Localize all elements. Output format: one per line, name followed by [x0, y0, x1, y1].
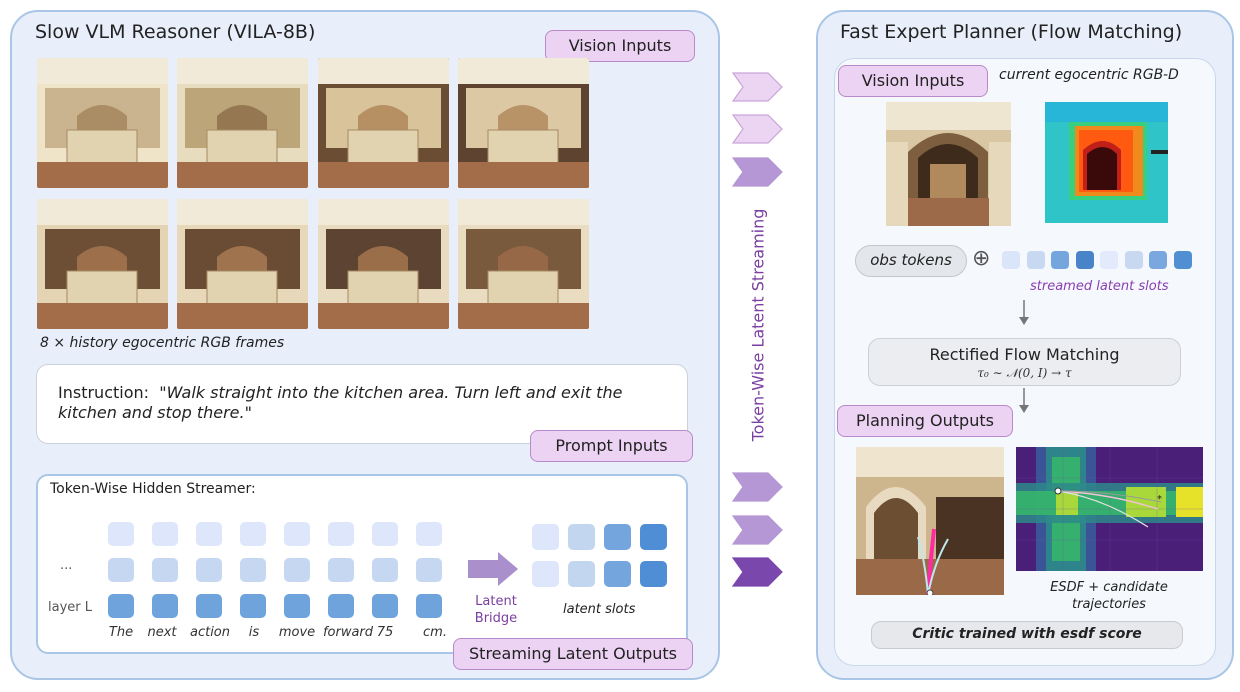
stream-chevron-3	[732, 157, 783, 187]
latent-slot-r2-c2	[568, 561, 595, 587]
latent-slot-r1-c3	[604, 524, 631, 550]
hidden-cell-r1-c2	[152, 522, 178, 546]
hidden-cell-r3-c6	[328, 594, 354, 618]
down-arrow-1	[1019, 300, 1029, 325]
history-frame-8	[458, 199, 589, 329]
hidden-cell-r3-c2	[152, 594, 178, 618]
planner-vision-tag: Vision Inputs	[838, 65, 988, 97]
hidden-cell-r3-c3	[196, 594, 222, 618]
latent-bridge-label: Latent Bridge	[474, 594, 518, 626]
slow-vlm-title: Slow VLM Reasoner (VILA-8B)	[35, 21, 316, 43]
planning-outputs-tag: Planning Outputs	[837, 405, 1013, 437]
token-word: next	[147, 625, 177, 640]
hidden-cell-r2-c7	[372, 558, 398, 582]
concat-symbol: ⊕	[972, 246, 991, 271]
hidden-cell-r1-c4	[240, 522, 266, 546]
hidden-cell-r2-c8	[416, 558, 442, 582]
stream-label: Token-Wise Latent Streaming	[748, 208, 768, 442]
history-frame-6	[177, 199, 308, 329]
hidden-cell-r2-c3	[196, 558, 222, 582]
instruction-label: Instruction:	[58, 383, 150, 402]
hidden-cell-r1-c8	[416, 522, 442, 546]
frames-caption: 8 × history egocentric RGB frames	[40, 335, 285, 351]
esdf-map: *	[1016, 447, 1203, 571]
hidden-cell-r1-c5	[284, 522, 310, 546]
svg-text:*: *	[1157, 494, 1162, 505]
hidden-cell-r3-c4	[240, 594, 266, 618]
hidden-cell-r1-c1	[108, 522, 134, 546]
hidden-cell-r3-c8	[416, 594, 442, 618]
hidden-cell-r3-c5	[284, 594, 310, 618]
token-word: forward	[322, 625, 374, 640]
latent-bridge-arrow	[468, 552, 518, 586]
stream-chevron-5	[732, 515, 783, 545]
streamed-slot-2	[1026, 251, 1045, 269]
rectified-flow-box: Rectified Flow Matching τ₀ ∼ 𝒩(0, I) → τ	[868, 338, 1181, 386]
prompt-inputs-tag: Prompt Inputs	[530, 430, 693, 462]
streamed-slot-6	[1124, 251, 1143, 269]
streamed-slot-5	[1100, 251, 1118, 269]
token-word: action	[189, 625, 230, 640]
token-word: cm.	[423, 625, 447, 640]
hidden-cell-r2-c4	[240, 558, 266, 582]
streamed-slots-caption: streamed latent slots	[1030, 279, 1169, 294]
streamed-slot-4	[1075, 251, 1094, 269]
history-frame-1	[37, 58, 168, 188]
ellipsis-label: ...	[60, 558, 73, 573]
current-rgb-image	[886, 102, 1011, 226]
history-frame-3	[318, 58, 449, 188]
critic-box: Critic trained with esdf score	[871, 621, 1183, 649]
latent-slot-r2-c1	[532, 561, 559, 587]
history-frame-7	[318, 199, 449, 329]
rfm-title: Rectified Flow Matching	[929, 345, 1120, 364]
obs-tokens-pill: obs tokens	[855, 245, 967, 277]
latent-slot-r2-c4	[640, 561, 667, 587]
history-frame-2	[177, 58, 308, 188]
instruction-quote: "Walk straight into the kitchen area. Tu…	[58, 383, 623, 422]
streamed-slot-7	[1149, 251, 1167, 269]
layer-l-label: layer L	[48, 600, 92, 615]
history-frame-4	[458, 58, 589, 188]
latent-slot-r2-c3	[604, 561, 631, 587]
latent-slot-r1-c2	[568, 524, 595, 550]
stream-chevron-6	[732, 557, 783, 587]
hidden-cell-r3-c7	[372, 594, 398, 618]
streamed-slot-3	[1051, 251, 1069, 269]
esdf-caption: ESDF + candidate trajectories	[1050, 580, 1168, 612]
current-depth-image	[1045, 102, 1168, 223]
latent-slot-r1-c4	[640, 524, 667, 550]
streamed-slot-1	[1002, 251, 1020, 269]
stream-chevron-4	[732, 472, 783, 502]
stream-chevron-2	[732, 114, 783, 144]
vision-inputs-tag: Vision Inputs	[545, 30, 695, 62]
latent-slots-caption: latent slots	[563, 602, 636, 617]
hidden-cell-r3-c1	[108, 594, 134, 618]
instruction-text: Instruction: "Walk straight into the kit…	[58, 383, 670, 423]
token-word: 75	[376, 625, 394, 640]
rfm-formula: τ₀ ∼ 𝒩(0, I) → τ	[977, 366, 1072, 380]
down-arrow-2	[1019, 388, 1029, 413]
hidden-cell-r2-c2	[152, 558, 178, 582]
streamed-slot-8	[1173, 251, 1192, 269]
token-word: is	[248, 625, 260, 640]
hidden-cell-r1-c6	[328, 522, 354, 546]
planning-rgb-image	[856, 447, 1004, 595]
history-frame-5	[37, 199, 168, 329]
hidden-cell-r2-c1	[108, 558, 134, 582]
token-word: move	[278, 625, 316, 640]
hidden-cell-r2-c6	[328, 558, 354, 582]
hidden-cell-r1-c7	[372, 522, 398, 546]
hidden-cell-r2-c5	[284, 558, 310, 582]
streaming-latent-outputs-tag: Streaming Latent Outputs	[453, 638, 693, 670]
rgbd-caption: current egocentric RGB-D	[999, 67, 1179, 83]
hidden-cell-r1-c3	[196, 522, 222, 546]
fast-planner-title: Fast Expert Planner (Flow Matching)	[840, 21, 1183, 43]
token-word: The	[108, 625, 134, 640]
hidden-streamer-title: Token-Wise Hidden Streamer:	[50, 481, 256, 497]
latent-slot-r1-c1	[532, 524, 559, 550]
stream-chevron-1	[732, 72, 783, 102]
